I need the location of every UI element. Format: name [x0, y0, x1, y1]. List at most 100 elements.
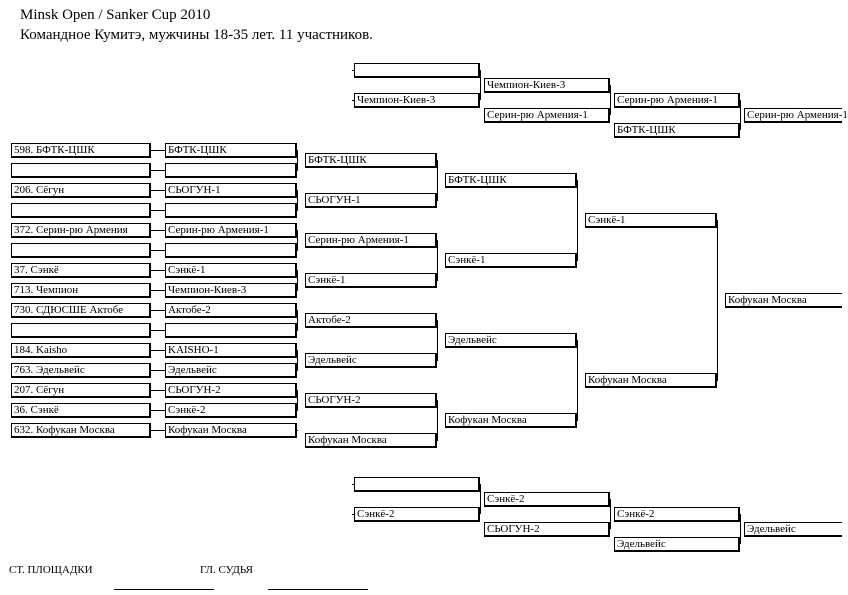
- round1-slot-1: БФТК-ЦШК: [165, 143, 297, 158]
- bracket-line: [352, 484, 354, 485]
- bracket-line: [151, 410, 165, 411]
- round2-slot-6: Эдельвейс: [305, 353, 437, 368]
- bracket-line: [151, 270, 165, 271]
- bracket-line: [717, 220, 718, 381]
- entry-7: 37. Сэнкё: [11, 263, 151, 278]
- round3-slot-4: Кофукан Москва: [445, 413, 577, 428]
- bracket-line: [151, 390, 165, 391]
- round1-slot-2: [165, 163, 297, 178]
- bracket-line: [480, 70, 481, 100]
- round2-slot-7: СЬОГУН-2: [305, 393, 437, 408]
- round1-slot-8: Чемпион-Киев-3: [165, 283, 297, 298]
- entry-4: [11, 203, 151, 218]
- bracket-line: [151, 330, 165, 331]
- bracket-line: [437, 320, 438, 361]
- entry-8: 713. Чемпион: [11, 283, 151, 298]
- round2-slot-1: БФТК-ЦШК: [305, 153, 437, 168]
- bracket-line: [610, 85, 611, 115]
- entry-9: 730. СДЮСШЕ Актобе: [11, 303, 151, 318]
- bracket-line: [577, 180, 578, 261]
- bracket-line: [151, 210, 165, 211]
- bracket-line: [297, 150, 298, 171]
- repechage-bottom-r3-slot-1: Сэнкё-2: [614, 507, 740, 522]
- repechage-bottom-r2-slot-2: СЬОГУН-2: [484, 522, 610, 537]
- bracket-line: [297, 230, 298, 251]
- round3-slot-2: Сэнкё-1: [445, 253, 577, 268]
- round1-slot-13: СЬОГУН-2: [165, 383, 297, 398]
- round1-slot-7: Сэнкё-1: [165, 263, 297, 278]
- entry-1: 598. БФТК-ЦШК: [11, 143, 151, 158]
- site-referee-signature-line: [114, 589, 214, 590]
- round1-slot-11: KAISHO-1: [165, 343, 297, 358]
- bracket-line: [151, 310, 165, 311]
- round4-slot-1: Сэнкё-1: [585, 213, 717, 228]
- bracket-line: [151, 370, 165, 371]
- bracket-line: [352, 100, 354, 101]
- bracket-line: [577, 340, 578, 421]
- bracket-line: [610, 499, 611, 529]
- bracket-line: [297, 310, 298, 331]
- entry-10: [11, 323, 151, 338]
- round4-slot-2: Кофукан Москва: [585, 373, 717, 388]
- entry-13: 207. Сёгун: [11, 383, 151, 398]
- round1-slot-4: [165, 203, 297, 218]
- round2-slot-3: Серин-рю Армения-1: [305, 233, 437, 248]
- repechage-top-r1-slot-2: Чемпион-Киев-3: [354, 93, 480, 108]
- bracket-line: [740, 100, 741, 130]
- bracket-line: [297, 390, 298, 411]
- site-referee-label: СТ. ПЛОЩАДКИ: [9, 564, 93, 576]
- entry-2: [11, 163, 151, 178]
- round2-slot-5: Актобе-2: [305, 313, 437, 328]
- bracket-line: [740, 514, 741, 544]
- bracket-line: [352, 70, 354, 71]
- repechage-bottom-r1-slot-2: Сэнкё-2: [354, 507, 480, 522]
- round2-slot-4: Сэнкё-1: [305, 273, 437, 288]
- bracket-line: [480, 484, 481, 514]
- page-title: Minsk Open / Sanker Cup 2010: [20, 7, 211, 23]
- bracket-line: [297, 350, 298, 371]
- repechage-top-r2-slot-1: Чемпион-Киев-3: [484, 78, 610, 93]
- bracket-line: [297, 430, 298, 431]
- repechage-bottom-winner: Эдельвейс: [744, 522, 842, 537]
- repechage-bottom-r2-slot-1: Сэнкё-2: [484, 492, 610, 507]
- repechage-bottom-r1-slot-1: [354, 477, 480, 492]
- bracket-line: [151, 250, 165, 251]
- repechage-top-r1-slot-1: [354, 63, 480, 78]
- repechage-bottom-r3-slot-2: Эдельвейс: [614, 537, 740, 552]
- entry-3: 206. Сёгун: [11, 183, 151, 198]
- final-winner: Кофукан Москва: [725, 293, 842, 308]
- round1-slot-10: [165, 323, 297, 338]
- bracket-line: [151, 350, 165, 351]
- bracket-line: [297, 270, 298, 291]
- round1-slot-12: Эдельвейс: [165, 363, 297, 378]
- round1-slot-5: Серин-рю Армения-1: [165, 223, 297, 238]
- bracket-line: [352, 514, 354, 515]
- round2-slot-2: СЬОГУН-1: [305, 193, 437, 208]
- round1-slot-6: [165, 243, 297, 258]
- repechage-top-winner: Серин-рю Армения-1: [744, 108, 848, 123]
- bracket-line: [151, 290, 165, 291]
- bracket-line: [151, 150, 165, 151]
- entry-12: 763. Эдельвейс: [11, 363, 151, 378]
- entry-15: 632. Кофукан Москва: [11, 423, 151, 438]
- repechage-top-r3-slot-1: Серин-рю Армения-1: [614, 93, 740, 108]
- repechage-top-r3-slot-2: БФТК-ЦШК: [614, 123, 740, 138]
- round3-slot-3: Эдельвейс: [445, 333, 577, 348]
- chief-judge-signature-line: [268, 589, 368, 590]
- round1-slot-15: Кофукан Москва: [165, 423, 297, 438]
- round1-slot-3: СЬОГУН-1: [165, 183, 297, 198]
- page-subtitle: Командное Кумитэ, мужчины 18-35 лет. 11 …: [20, 27, 373, 43]
- round1-slot-9: Актобе-2: [165, 303, 297, 318]
- bracket-line: [151, 170, 165, 171]
- round3-slot-1: БФТК-ЦШК: [445, 173, 577, 188]
- round2-slot-8: Кофукан Москва: [305, 433, 437, 448]
- bracket-line: [151, 190, 165, 191]
- chief-judge-label: ГЛ. СУДЬЯ: [200, 564, 253, 576]
- entry-6: [11, 243, 151, 258]
- entry-14: 36. Сэнкё: [11, 403, 151, 418]
- entry-11: 184. Kaisho: [11, 343, 151, 358]
- bracket-line: [297, 190, 298, 211]
- bracket-line: [437, 400, 438, 441]
- bracket-line: [437, 240, 438, 281]
- bracket-line: [437, 160, 438, 201]
